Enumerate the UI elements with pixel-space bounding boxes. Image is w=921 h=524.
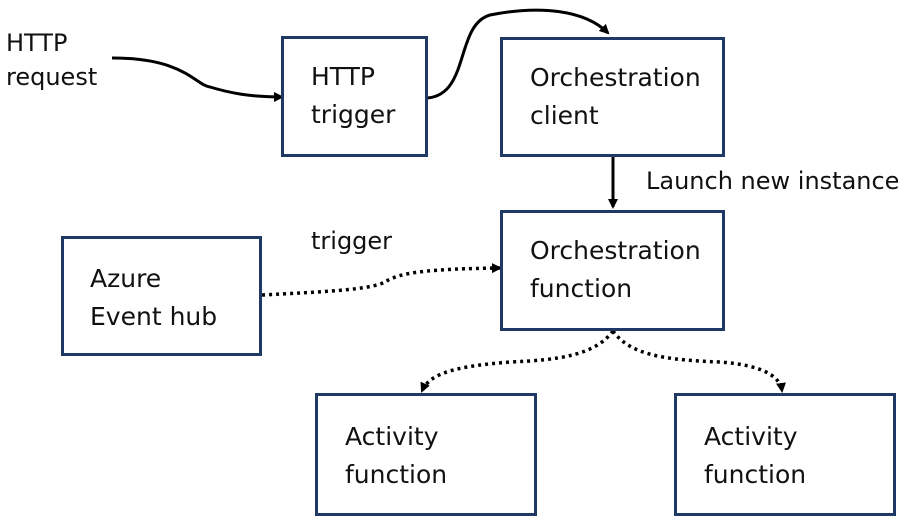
http-trigger-line-1: HTTP	[311, 62, 375, 91]
orchestration-function-label: Orchestration function	[530, 232, 701, 308]
azure-event-hub-label: Azure Event hub	[90, 260, 217, 336]
orchestration-client-line-2: client	[530, 101, 599, 130]
orchestration-function-node: Orchestration function	[500, 210, 725, 331]
launch-new-instance-label: Launch new instance	[646, 167, 900, 195]
http-trigger-line-2: trigger	[311, 100, 396, 129]
orchestration-client-label: Orchestration client	[530, 59, 701, 135]
arrow-http-trigger-to-orchestration-client	[426, 8, 610, 100]
arrow-to-activity-function-left	[420, 329, 615, 393]
activity-function-left-label: Activity function	[345, 418, 447, 494]
trigger-label: trigger	[311, 227, 393, 255]
http-trigger-node: HTTP trigger	[281, 36, 428, 157]
http-request-line-1: HTTP	[6, 29, 68, 57]
activity-function-right-label: Activity function	[704, 418, 806, 494]
azure-event-hub-line-2: Event hub	[90, 302, 218, 331]
activity-function-right-node: Activity function	[674, 393, 896, 516]
http-trigger-label: HTTP trigger	[311, 58, 395, 134]
http-request-line-2: request	[6, 63, 98, 91]
activity-function-right-line-2: function	[704, 460, 807, 489]
orchestration-client-node: Orchestration client	[500, 37, 725, 157]
activity-function-right-line-1: Activity	[704, 422, 798, 451]
azure-event-hub-line-1: Azure	[90, 264, 162, 293]
arrow-http-request-to-http-trigger	[111, 56, 284, 102]
orchestration-function-line-2: function	[530, 274, 633, 303]
azure-event-hub-node: Azure Event hub	[61, 236, 262, 356]
http-request-label: HTTP request	[6, 26, 97, 94]
arrow-event-hub-trigger	[261, 263, 502, 297]
activity-function-left-line-2: function	[345, 460, 448, 489]
orchestration-function-line-1: Orchestration	[530, 236, 701, 265]
activity-function-left-node: Activity function	[315, 393, 537, 516]
arrow-to-activity-function-right	[611, 329, 786, 393]
orchestration-client-line-1: Orchestration	[530, 63, 701, 92]
activity-function-left-line-1: Activity	[345, 422, 439, 451]
